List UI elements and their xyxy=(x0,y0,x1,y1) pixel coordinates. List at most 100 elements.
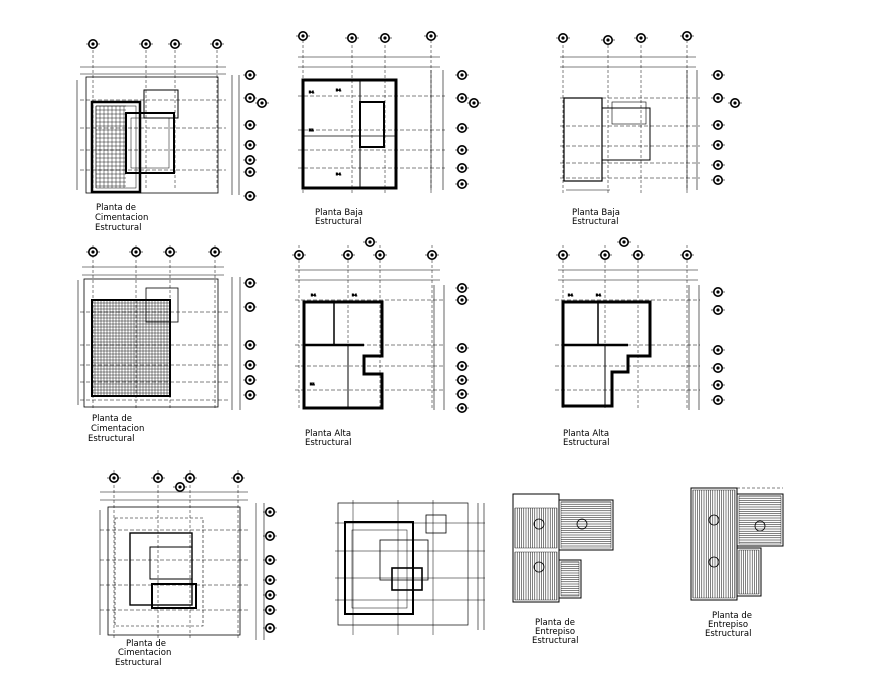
grid-axis-bubble-icon xyxy=(243,374,257,385)
panel-planta-baja-1: B-1 B-1 K-1 B-1 xyxy=(298,40,445,195)
caption-p4-line1: Planta de xyxy=(92,414,132,424)
grid-axis-bubble-icon xyxy=(455,402,469,413)
grid-axis-bubble-icon xyxy=(455,342,469,353)
svg-text:B-1: B-1 xyxy=(352,293,357,297)
grid-axis-bubble-icon xyxy=(601,34,615,45)
grid-axis-bubble-icon xyxy=(711,70,725,81)
grid-axis-bubble-icon xyxy=(455,163,469,174)
grid-axis-bubble-icon xyxy=(373,250,387,261)
grid-axis-bubble-icon xyxy=(455,123,469,134)
grid-axis-bubble-icon xyxy=(243,140,257,151)
grid-axis-bubble-icon xyxy=(341,250,355,261)
grid-axis-bubble-icon xyxy=(243,167,257,178)
caption-p3-line1: Planta Baja xyxy=(572,208,620,218)
grid-axis-bubble-icon xyxy=(711,93,725,104)
grid-axis-bubble-icon xyxy=(617,237,631,248)
grid-axis-bubble-icon xyxy=(243,70,257,81)
grid-axis-bubble-icon xyxy=(243,120,257,131)
grid-axis-bubble-icon xyxy=(711,394,725,405)
caption-p6-line1: Planta Alta xyxy=(563,429,609,439)
grid-axis-bubble-icon xyxy=(183,472,197,483)
caption-p1-line3: Estructural xyxy=(95,223,141,233)
panel-cimentacion-1 xyxy=(76,45,240,195)
caption-p7-line3: Estructural xyxy=(115,658,161,668)
svg-text:B-1: B-1 xyxy=(568,293,573,297)
grid-axis-bubble-icon xyxy=(455,294,469,305)
caption-p4-line3: Estructural xyxy=(88,434,134,444)
grid-axis-bubble-icon xyxy=(711,379,725,390)
grid-axis-bubble-icon xyxy=(263,604,277,615)
svg-text:K-1: K-1 xyxy=(310,382,315,386)
grid-axis-bubble-icon xyxy=(210,38,224,49)
grid-axis-bubble-icon xyxy=(711,362,725,373)
grid-axis-bubble-icon xyxy=(455,93,469,104)
grid-axis-bubble-icon xyxy=(163,247,177,258)
grid-axis-bubble-icon xyxy=(231,472,245,483)
grid-axis-bubble-icon xyxy=(243,155,257,166)
grid-axis-bubble-icon xyxy=(711,140,725,151)
caption-p10-line2: Entrepiso xyxy=(708,620,748,630)
grid-axis-bubbles xyxy=(86,30,742,633)
grid-axis-bubble-icon xyxy=(455,145,469,156)
grid-axis-bubble-icon xyxy=(680,30,694,41)
hatching-patterns xyxy=(91,105,781,600)
caption-p5-line1: Planta Alta xyxy=(305,429,351,439)
grid-axis-bubble-icon xyxy=(296,30,310,41)
grid-axis-bubble-icon xyxy=(107,472,121,483)
grid-axis-bubble-icon xyxy=(728,98,742,109)
grid-axis-bubble-icon xyxy=(263,589,277,600)
svg-text:K-1: K-1 xyxy=(309,128,314,132)
grid-axis-bubble-icon xyxy=(711,160,725,171)
grid-axis-bubble-icon xyxy=(556,250,570,261)
grid-axis-bubble-icon xyxy=(363,237,377,248)
panel-plan-8 xyxy=(335,500,485,635)
grid-axis-bubble-icon xyxy=(263,506,277,517)
caption-p9-line3: Estructural xyxy=(532,636,578,646)
grid-axis-bubble-icon xyxy=(455,388,469,399)
captions: Planta de Cimentacion Estructural Planta… xyxy=(88,203,752,668)
grid-axis-bubble-icon xyxy=(378,32,392,43)
svg-text:B-1: B-1 xyxy=(311,293,316,297)
grid-axis-bubble-icon xyxy=(455,179,469,190)
caption-p7-line1: Planta de xyxy=(126,639,166,649)
panel-cimentacion-3 xyxy=(99,470,265,640)
grid-axis-bubble-icon xyxy=(455,70,469,81)
svg-text:B-1: B-1 xyxy=(336,172,341,176)
grid-axis-bubble-icon xyxy=(86,247,100,258)
caption-p1-line1: Planta de xyxy=(96,203,136,213)
grid-axis-bubble-icon xyxy=(263,622,277,633)
caption-p2-line1: Planta Baja xyxy=(315,208,363,218)
svg-text:B-1: B-1 xyxy=(336,88,341,92)
grid-axis-bubble-icon xyxy=(292,250,306,261)
caption-p10-line3: Estructural xyxy=(705,629,751,639)
grid-axis-bubble-icon xyxy=(243,277,257,288)
grid-axis-bubble-icon xyxy=(711,344,725,355)
grid-axis-bubble-icon xyxy=(151,472,165,483)
grid-axis-bubble-icon xyxy=(345,32,359,43)
grid-axis-bubble-icon xyxy=(711,304,725,315)
grid-axis-bubble-icon xyxy=(425,250,439,261)
svg-text:B-1: B-1 xyxy=(309,90,314,94)
panel-planta-alta-1: B-1 B-1 K-1 xyxy=(295,245,445,410)
grid-axis-bubble-icon xyxy=(711,286,725,297)
grid-axis-bubble-icon xyxy=(208,247,222,258)
caption-p2-line2: Estructural xyxy=(315,217,361,227)
grid-axis-bubble-icon xyxy=(424,30,438,41)
caption-p9-line1: Planta de xyxy=(535,618,575,628)
grid-axis-bubble-icon xyxy=(455,360,469,371)
caption-p6-line2: Estructural xyxy=(563,438,609,448)
grid-axis-bubble-icon xyxy=(129,247,143,258)
grid-axis-bubble-icon xyxy=(243,93,257,104)
caption-p1-line2: Cimentacion xyxy=(95,213,148,223)
grid-axis-bubble-icon xyxy=(634,32,648,43)
grid-axis-bubble-icon xyxy=(243,339,257,350)
grid-axis-bubble-icon xyxy=(598,250,612,261)
grid-axis-bubble-icon xyxy=(243,191,257,202)
caption-p5-line2: Estructural xyxy=(305,438,351,448)
grid-axis-bubble-icon xyxy=(168,38,182,49)
grid-axis-bubble-icon xyxy=(556,32,570,43)
grid-axis-bubble-icon xyxy=(255,98,269,109)
grid-axis-bubble-icon xyxy=(711,175,725,186)
